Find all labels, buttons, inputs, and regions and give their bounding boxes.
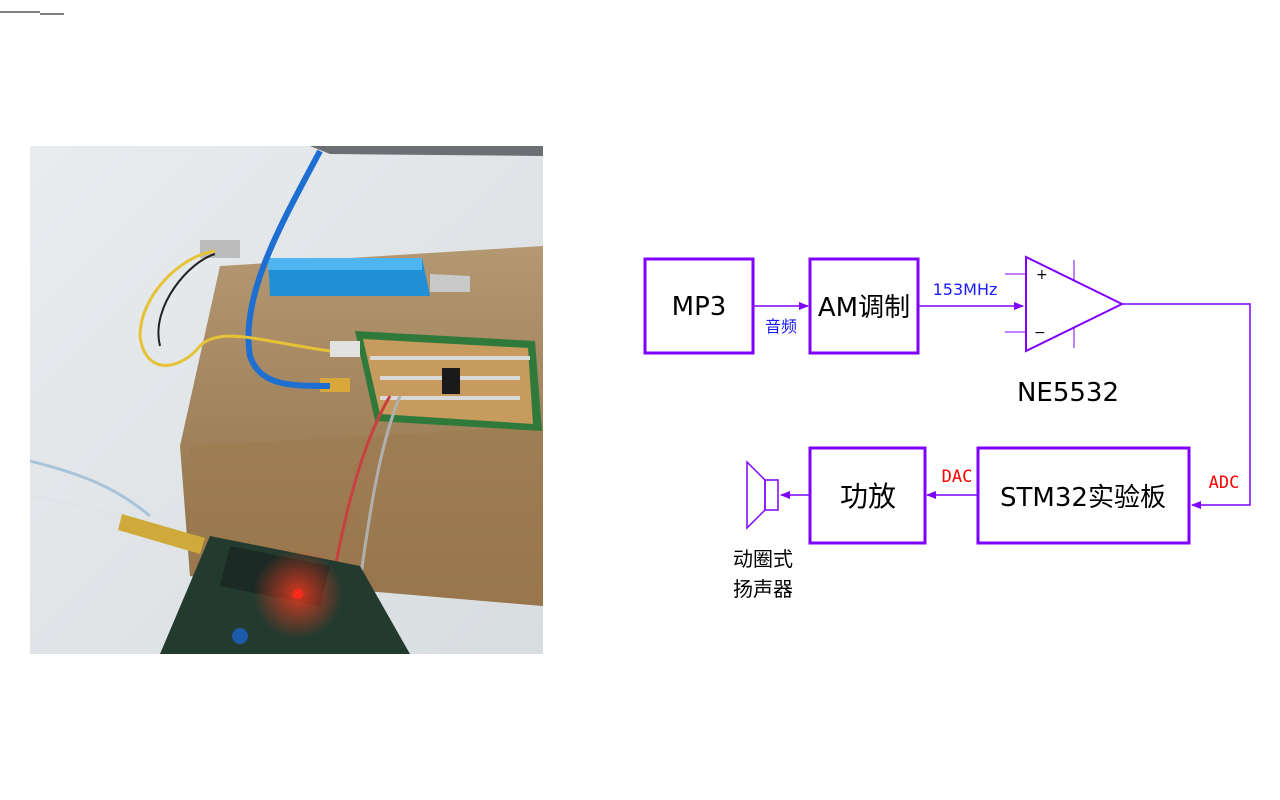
adc-label: ADC	[1209, 473, 1240, 493]
speaker-icon	[746, 460, 779, 530]
arrow-opamp-stm32	[1122, 303, 1251, 509]
am-modulation-block: AM调制	[808, 257, 920, 355]
speaker-label-line2: 扬声器	[733, 577, 793, 601]
audio-label: 音频	[765, 317, 797, 336]
opamp-symbol: + −	[1005, 255, 1125, 353]
usb-stick	[268, 258, 470, 296]
am-label: AM调制	[818, 293, 910, 323]
opamp-plus: +	[1036, 267, 1048, 283]
top-left-mark	[0, 0, 64, 15]
amplifier-block: 功放	[808, 446, 927, 545]
amp-label: 功放	[840, 480, 896, 513]
freq-label: 153MHz	[933, 280, 998, 299]
circuit-board-photo	[30, 146, 543, 654]
speaker-label-line1: 动圈式	[733, 547, 793, 571]
mp3-label: MP3	[672, 292, 727, 322]
stm32-label: STM32实验板	[1000, 483, 1166, 513]
pcb-board	[355, 331, 542, 431]
mp3-block: MP3	[643, 257, 755, 355]
opamp-minus: −	[1034, 325, 1046, 341]
stm32-block: STM32实验板	[976, 446, 1191, 545]
opamp-label: NE5532	[1017, 378, 1119, 408]
dac-label: DAC	[942, 467, 973, 487]
